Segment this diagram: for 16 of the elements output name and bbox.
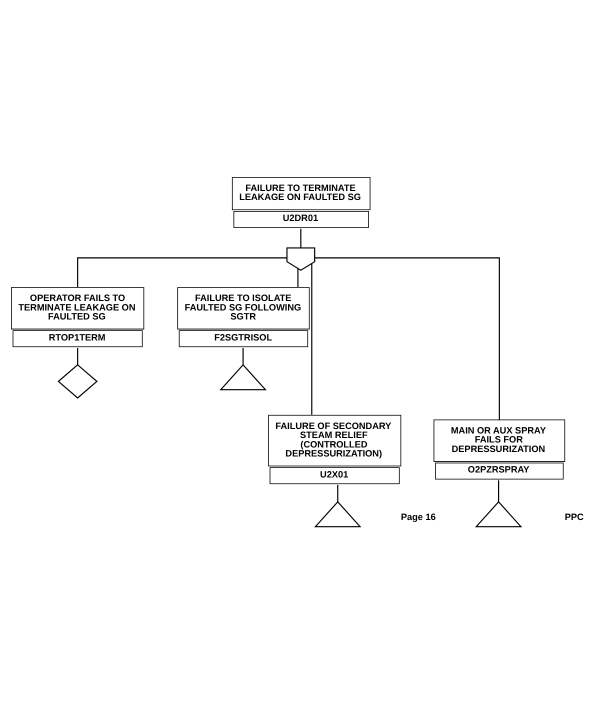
node-diamond: [58, 364, 98, 398]
node-triangle: [474, 500, 522, 527]
connector: [77, 347, 78, 364]
node-triangle: [314, 500, 362, 527]
connector: [242, 347, 244, 364]
node-triangle: [219, 363, 267, 390]
label: PPC: [564, 511, 584, 522]
connector: [337, 484, 338, 502]
connector: [297, 268, 298, 286]
connector: [311, 263, 312, 414]
connector: [314, 256, 500, 419]
label: Page 16: [400, 511, 436, 522]
connector: [498, 480, 500, 502]
node-gate: [286, 246, 316, 270]
connector: [77, 256, 287, 286]
connector: [300, 228, 302, 248]
